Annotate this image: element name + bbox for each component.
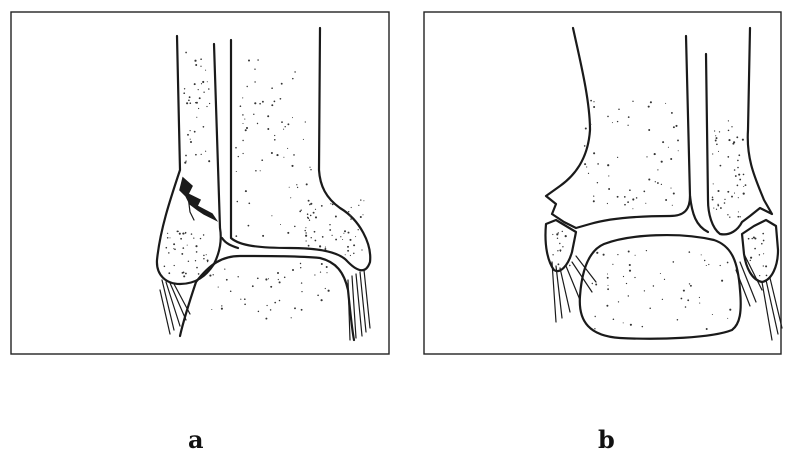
- ligament-a-left: [160, 280, 190, 334]
- talus-a: [196, 256, 354, 340]
- panel-a-label: a: [188, 428, 204, 452]
- bone-texture-a: [164, 52, 365, 320]
- tibia-b: [546, 28, 690, 228]
- lateral-fragment-b: [742, 220, 778, 282]
- fracture-line-a: [180, 178, 216, 220]
- panel-a-frame: [11, 12, 389, 354]
- talus-b: [580, 235, 741, 339]
- tibia-a: [231, 28, 370, 270]
- panel-a-illustration: [11, 12, 389, 354]
- panel-b-label: b: [598, 428, 615, 452]
- fibula-a: [157, 36, 221, 284]
- fibula-b: [706, 28, 772, 234]
- tibia-b-plafond: [690, 196, 708, 232]
- panel-b-illustration: [424, 12, 782, 354]
- tibia-a-inner: [222, 238, 238, 248]
- medial-fragment-b: [545, 220, 576, 271]
